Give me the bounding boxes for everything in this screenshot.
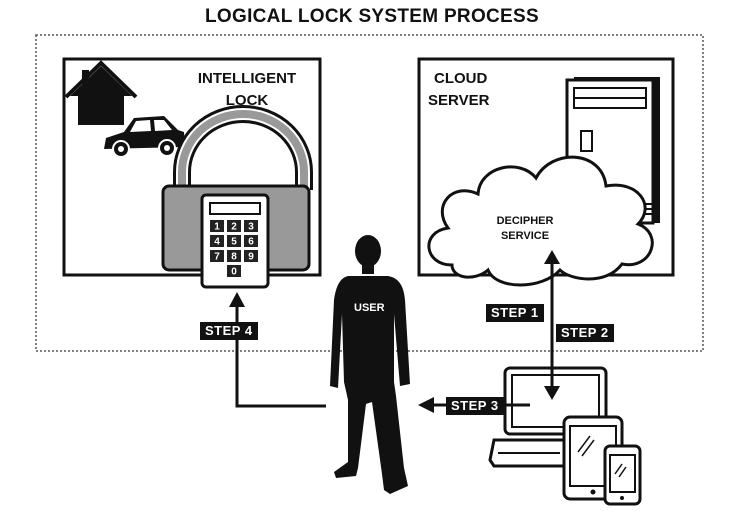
svg-text:9: 9 — [248, 252, 254, 263]
svg-text:8: 8 — [231, 252, 237, 263]
svg-text:2: 2 — [231, 222, 237, 233]
keypad-key-4: 4 — [210, 235, 224, 248]
arrow-step-4 — [229, 292, 326, 408]
lock-panel-label: INTELLIGENT LOCK — [180, 68, 314, 112]
step-1-badge: STEP 1 — [486, 304, 544, 322]
svg-text:0: 0 — [231, 267, 237, 278]
svg-text:7: 7 — [214, 252, 220, 263]
step-3-badge: STEP 3 — [446, 397, 504, 415]
house-icon — [64, 60, 138, 125]
user-silhouette-icon — [330, 235, 410, 494]
keypad-key-9: 9 — [244, 250, 258, 263]
keypad-key-7: 7 — [210, 250, 224, 263]
keypad-key-3: 3 — [244, 220, 258, 233]
decipher-line1: DECIPHER — [496, 215, 554, 227]
step-2-badge: STEP 2 — [556, 324, 614, 342]
svg-text:4: 4 — [214, 237, 220, 248]
keypad-key-0: 0 — [227, 265, 241, 278]
keypad-key-2: 2 — [227, 220, 241, 233]
cloud-label-line1: CLOUD — [434, 70, 488, 87]
phone-icon — [603, 444, 642, 506]
svg-text:3: 3 — [248, 222, 254, 233]
lock-label-line1: INTELLIGENT — [197, 70, 297, 87]
cloud-panel-label: CLOUD SERVER — [428, 68, 528, 112]
keypad-key-6: 6 — [244, 235, 258, 248]
user-label: USER — [354, 302, 385, 314]
svg-text:1: 1 — [214, 222, 220, 233]
keypad-key-8: 8 — [227, 250, 241, 263]
svg-text:6: 6 — [248, 237, 254, 248]
tablet-icon — [562, 415, 624, 501]
arrow-step-1-2 — [544, 250, 560, 400]
keypad-key-1: 1 — [210, 220, 224, 233]
step-4-badge: STEP 4 — [200, 322, 258, 340]
decipher-service-label: DECIPHER SERVICE — [470, 214, 580, 244]
cloud-icon — [427, 155, 654, 287]
diagram-title: LOGICAL LOCK SYSTEM PROCESS — [205, 6, 539, 27]
decipher-line2: SERVICE — [500, 230, 550, 242]
lock-label-line2: LOCK — [225, 92, 269, 109]
svg-text:5: 5 — [231, 237, 237, 248]
cloud-label-line2: SERVER — [428, 92, 490, 109]
keypad-key-5: 5 — [227, 235, 241, 248]
car-icon — [104, 116, 185, 158]
